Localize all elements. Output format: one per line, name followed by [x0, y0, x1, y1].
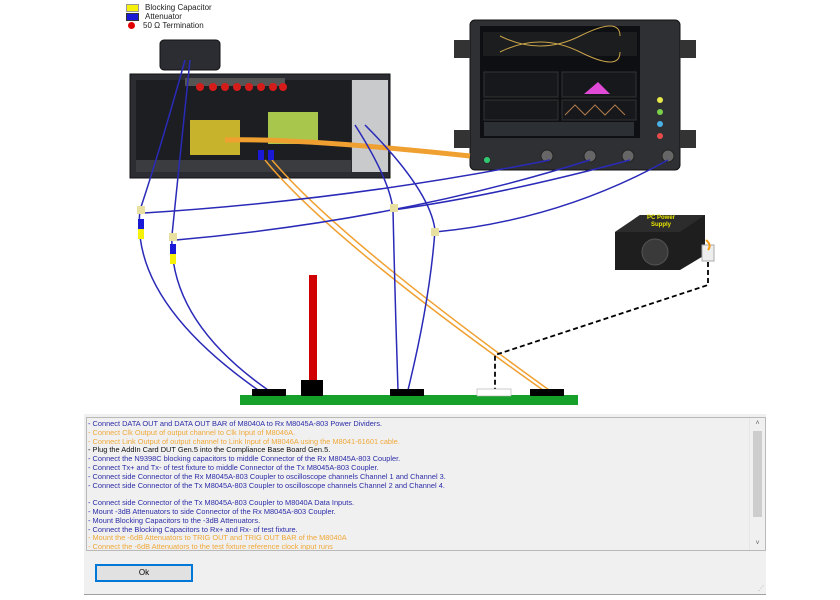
legend-item-blocking-capacitor: Blocking Capacitor	[126, 3, 212, 12]
termination-dot-icon	[128, 22, 135, 29]
instruction-line: - Mount -3dB Attenuators to side Connect…	[88, 507, 336, 516]
instruction-line: - Connect the N9398C blocking capacitors…	[88, 455, 401, 464]
instruction-line: - Connect Link Output of output channel …	[88, 437, 400, 446]
blocking-capacitor-swatch	[126, 3, 139, 12]
pc-power-supply	[615, 215, 715, 270]
instruction-line: - Connect DATA OUT and DATA OUT BAR of M…	[88, 420, 383, 428]
power-supply-label-line1: PC Power	[647, 215, 676, 221]
power-supply-label-line2: Supply	[651, 222, 672, 228]
instructions-textbox[interactable]: - Connect DATA OUT and DATA OUT BAR of M…	[86, 417, 766, 551]
connection-diagram	[129, 19, 715, 405]
instruction-line: - Connect side Connector of the Tx M8045…	[88, 499, 355, 508]
instruction-line: - Mount Blocking Capacitors to the -3dB …	[88, 516, 261, 525]
resize-grip-icon[interactable]: ⋰	[758, 586, 764, 592]
instruction-line: - Plug the AddIn Card DUT Gen.5 into the…	[88, 446, 331, 455]
legend-label: Attenuator	[145, 12, 182, 21]
instruction-line	[88, 490, 746, 499]
clock-cables	[224, 137, 557, 396]
scroll-thumb[interactable]	[753, 431, 762, 517]
power-cable	[494, 262, 709, 390]
scroll-down-icon[interactable]: ˅	[755, 540, 760, 547]
legend-item-attenuator: Attenuator	[126, 12, 212, 21]
legend-item-termination: 50 Ω Termination	[126, 21, 212, 30]
scroll-up-icon[interactable]: ˄	[755, 420, 760, 427]
legend-label: 50 Ω Termination	[143, 21, 204, 30]
oscilloscope	[454, 19, 696, 171]
instructions-list: - Connect DATA OUT and DATA OUT BAR of M…	[88, 420, 746, 551]
vertical-scrollbar[interactable]: ˄ ˅	[749, 418, 765, 550]
clock-module	[159, 39, 221, 71]
instruction-line: - Connect Clk Output of output channel t…	[88, 428, 296, 437]
attenuator-assemblies	[137, 150, 439, 264]
instruction-line: - Connect side Connector of the Rx M8045…	[88, 472, 446, 481]
test-fixture	[240, 275, 578, 405]
bert-instrument	[129, 73, 391, 179]
legend-label: Blocking Capacitor	[145, 3, 212, 12]
ok-button[interactable]: Ok	[95, 564, 193, 582]
instructions-dialog: - Connect DATA OUT and DATA OUT BAR of M…	[84, 414, 766, 595]
attenuator-swatch	[126, 12, 139, 21]
instruction-line: - Connect Tx+ and Tx- of test fixture to…	[88, 463, 379, 472]
power-supply-label: PC Power Supply	[647, 215, 675, 229]
instruction-line: - Connect the -6dB Attenuators to the te…	[88, 543, 333, 551]
instruction-line: - Mount the -6dB Attenuators to TRIG OUT…	[88, 534, 347, 543]
instruction-line: - Connect the Blocking Capacitors to Rx+…	[88, 525, 298, 534]
instruction-line: - Connect side Connector of the Tx M8045…	[88, 481, 445, 490]
legend: Blocking Capacitor Attenuator 50 Ω Termi…	[126, 3, 212, 30]
